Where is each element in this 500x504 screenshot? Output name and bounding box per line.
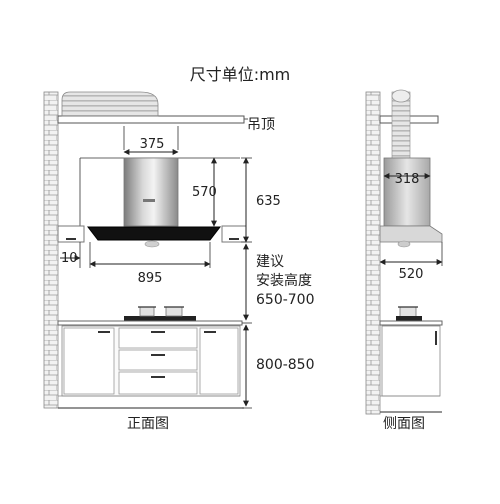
front-ceiling-slab — [57, 115, 245, 124]
side-hood-body — [379, 225, 443, 243]
recommend-range: 650-700 — [256, 292, 315, 308]
front-hood-glass-panel — [86, 226, 222, 241]
front-countertop — [57, 320, 243, 326]
dim-edge-offset: 10 — [61, 251, 78, 266]
dim-cabinet-height: 800-850 — [256, 357, 315, 373]
dim-chimney-height: 570 — [192, 185, 217, 200]
side-view-label: 侧面图 — [383, 416, 425, 432]
recommend-line2: 安装高度 — [256, 272, 312, 289]
dim-hood-width: 895 — [138, 271, 163, 286]
diagram-title: 尺寸单位:mm — [190, 65, 291, 84]
side-hood-chimney — [383, 157, 431, 227]
front-exhaust-duct — [61, 91, 159, 117]
front-view-label: 正面图 — [127, 416, 169, 432]
side-base-cabinet — [381, 325, 441, 397]
front-hood-chimney — [123, 157, 179, 227]
dim-total-height: 635 — [256, 194, 281, 209]
side-countertop — [379, 320, 443, 326]
dim-side-depth-bottom: 520 — [399, 267, 424, 282]
side-cooktop — [396, 316, 422, 321]
dim-side-depth-top: 318 — [395, 172, 420, 187]
recommend-line1: 建议 — [256, 254, 284, 270]
front-brick-wall — [43, 91, 59, 409]
ceiling-label: 吊顶 — [247, 117, 275, 133]
dim-top-width: 375 — [140, 137, 165, 152]
front-upper-cabinet-left — [57, 225, 85, 243]
front-cooktop — [124, 316, 196, 322]
side-brick-wall — [365, 91, 381, 415]
